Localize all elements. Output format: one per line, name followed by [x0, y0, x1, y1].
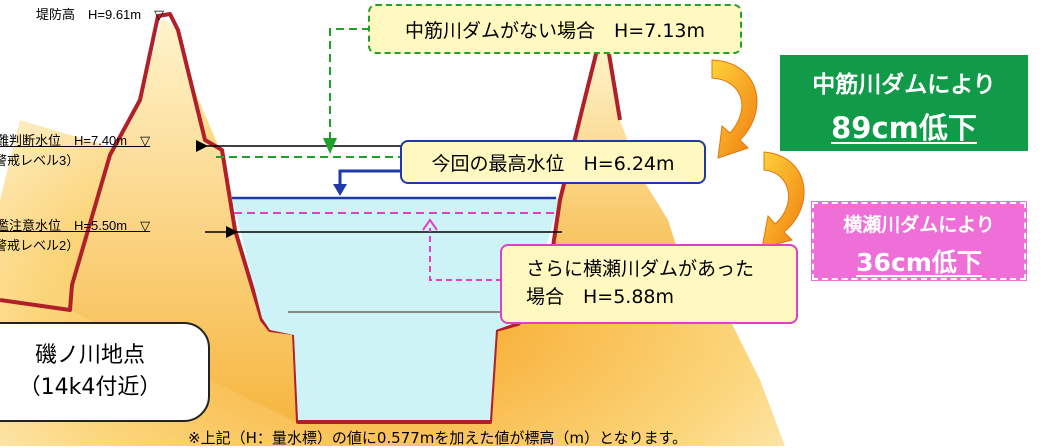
reduction-arrow-yokose — [761, 151, 805, 249]
yokose-connector — [429, 228, 502, 281]
no-dam-connector — [329, 28, 370, 142]
no-dam-callout: 中筋川ダムがない場合 H=7.13m — [368, 4, 742, 54]
station-label: 磯ノ川地点 （14k4付近） — [0, 322, 210, 422]
current-max-connector — [338, 169, 402, 186]
flood-caution-level-label: 濫注意水位 H=5.50m ▽ — [0, 218, 151, 233]
footnote: ※上記（H：量水標）の値に0.577mを加えた値が標高（m）となります。 — [188, 429, 688, 447]
left-bank-outline — [0, 12, 547, 424]
nakasuji-badge-value: 89cm低下 — [831, 111, 977, 145]
yokose-callout: さらに横瀬川ダムがあった 場合 H=5.88m — [500, 244, 798, 324]
station-name: 磯ノ川地点 — [34, 343, 145, 368]
yokose-callout-line1: さらに横瀬川ダムがあった — [526, 258, 755, 280]
evacuation-judgment-level-label: 難判断水位 H=7.40m ▽ — [0, 133, 151, 148]
yokose-connector-arrowhead — [422, 218, 438, 231]
embankment-height-label: 堤防高 H=9.61m ▽ — [36, 7, 165, 22]
flood-caution-sub-label: 警戒レベル2） — [0, 238, 80, 253]
no-dam-connector-arrowhead — [323, 138, 337, 154]
evacuation-level-arrowhead — [196, 140, 208, 152]
reduction-arrow-nakasuji — [711, 59, 758, 159]
flood-caution-arrowhead — [226, 226, 238, 238]
yokose-reduction-badge: 横瀬川ダムにより 36cm低下 — [811, 201, 1027, 281]
station-location: （14k4付近） — [18, 375, 162, 400]
nakasuji-reduction-badge: 中筋川ダムにより 89cm低下 — [780, 55, 1028, 151]
right-bank-outline — [543, 44, 622, 301]
water — [232, 198, 560, 420]
yokose-badge-title: 横瀬川ダムにより — [843, 214, 995, 236]
current-max-connector-arrowhead — [333, 184, 347, 196]
nakasuji-badge-title: 中筋川ダムにより — [812, 72, 996, 98]
yokose-badge-value: 36cm低下 — [856, 248, 982, 277]
evacuation-judgment-sub-label: 警戒レベル3） — [0, 153, 80, 168]
yokose-callout-line2: 場合 H=5.88m — [526, 286, 675, 308]
current-max-callout: 今回の最高水位 H=6.24m — [400, 140, 706, 184]
